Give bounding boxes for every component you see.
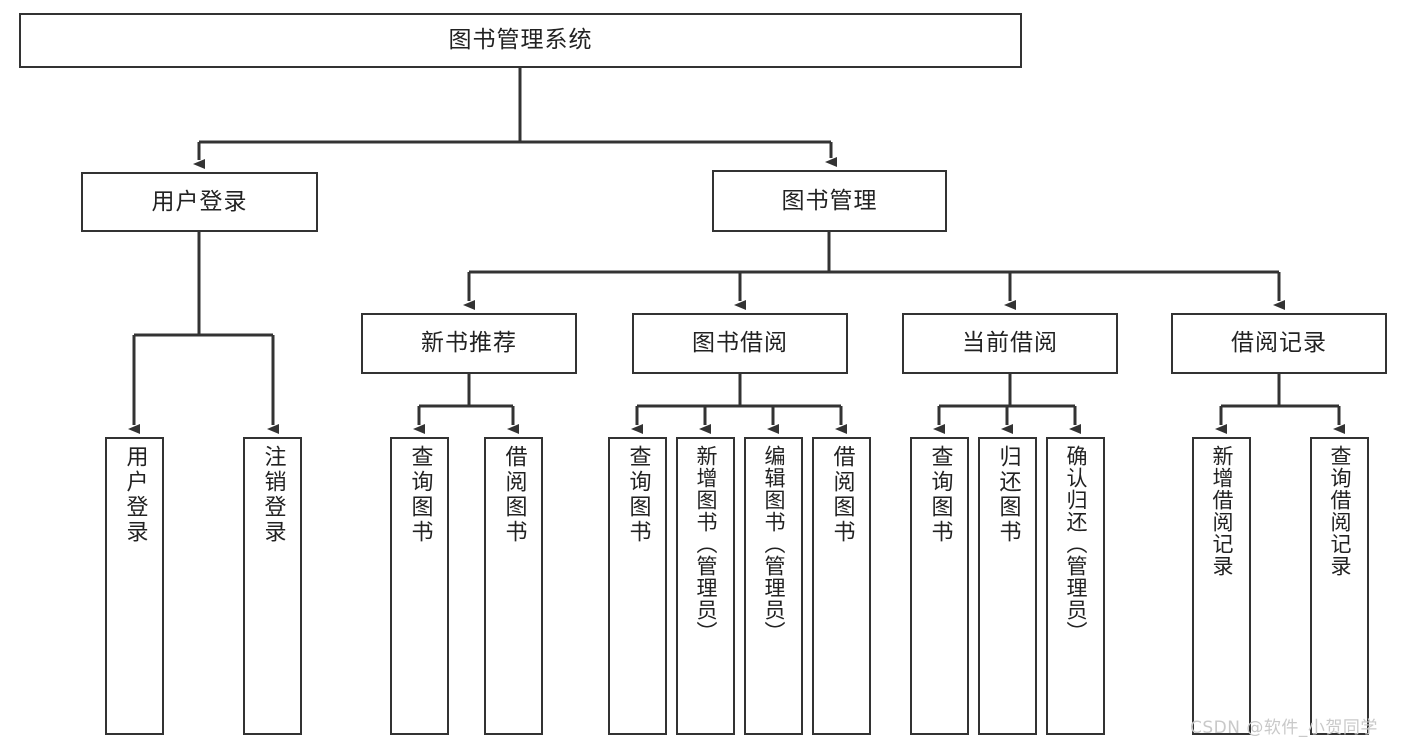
node-borrow-record-label: 借阅记录 <box>1231 330 1327 357</box>
node-root[interactable]: 图书管理系统 <box>19 13 1022 68</box>
leaf-node[interactable]: 注销登录 <box>243 437 302 735</box>
leaf-node[interactable]: 查询图书 <box>910 437 969 735</box>
leaf-node[interactable]: 新增借阅记录 <box>1192 437 1251 735</box>
leaf-node-label: 归还图书 <box>995 445 1021 545</box>
node-current-borrow[interactable]: 当前借阅 <box>902 313 1118 374</box>
node-book-borrow[interactable]: 图书借阅 <box>632 313 848 374</box>
leaf-node[interactable]: 借阅图书 <box>484 437 543 735</box>
leaf-node-label: 借阅图书 <box>501 445 527 545</box>
node-book-management-label: 图书管理 <box>781 187 878 214</box>
node-book-borrow-label: 图书借阅 <box>692 330 788 357</box>
leaf-node[interactable]: 新增图书（管理员） <box>676 437 735 735</box>
node-current-borrow-label: 当前借阅 <box>962 330 1058 357</box>
leaf-node-label: 查询图书 <box>407 445 433 545</box>
leaf-node[interactable]: 查询图书 <box>390 437 449 735</box>
node-new-book-recommend-label: 新书推荐 <box>421 330 517 357</box>
leaf-node[interactable]: 确认归还（管理员） <box>1046 437 1105 735</box>
leaf-node-label: 编辑图书（管理员） <box>762 445 786 643</box>
leaf-node[interactable]: 编辑图书（管理员） <box>744 437 803 735</box>
leaf-node[interactable]: 归还图书 <box>978 437 1037 735</box>
leaf-node-label: 查询图书 <box>625 445 651 545</box>
leaf-node-label: 确认归还（管理员） <box>1064 445 1088 643</box>
leaf-node-label: 借阅图书 <box>829 445 855 545</box>
node-root-label: 图书管理系统 <box>448 27 593 54</box>
leaf-node-label: 新增借阅记录 <box>1210 445 1234 577</box>
leaf-node-label: 新增图书（管理员） <box>694 445 718 643</box>
leaf-node[interactable]: 借阅图书 <box>812 437 871 735</box>
leaf-node[interactable]: 查询图书 <box>608 437 667 735</box>
leaf-node-label: 查询借阅记录 <box>1328 445 1352 577</box>
watermark-text: CSDN @软件_小贺同学 <box>1190 718 1378 738</box>
leaf-node-label: 查询图书 <box>927 445 953 545</box>
leaf-node-label: 注销登录 <box>260 445 286 545</box>
leaf-node[interactable]: 查询借阅记录 <box>1310 437 1369 735</box>
node-book-management[interactable]: 图书管理 <box>712 170 947 232</box>
node-new-book-recommend[interactable]: 新书推荐 <box>361 313 577 374</box>
node-borrow-record[interactable]: 借阅记录 <box>1171 313 1387 374</box>
node-user-login-label: 用户登录 <box>151 188 248 215</box>
leaf-node-label: 用户登录 <box>122 445 148 545</box>
leaf-node[interactable]: 用户登录 <box>105 437 164 735</box>
node-user-login[interactable]: 用户登录 <box>81 172 318 232</box>
